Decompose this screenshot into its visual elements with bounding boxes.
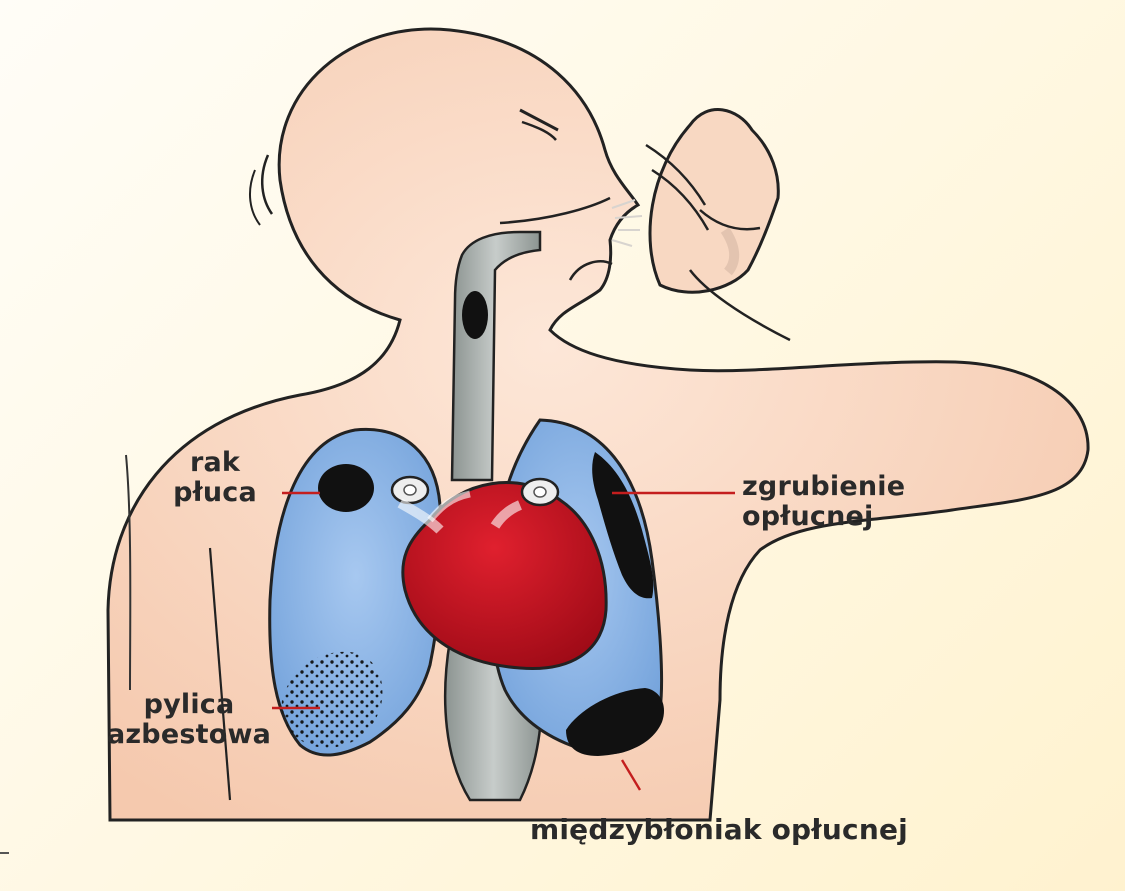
lung-cancer-label-line1: rak [160, 448, 270, 478]
lung-tumor-icon [318, 464, 374, 512]
edge-mark [0, 852, 9, 854]
lung-cancer-label-line2: płuca [160, 478, 270, 508]
asbestosis-label-line1: pylica [94, 690, 284, 720]
mesothelioma-label: międzybłoniak opłucnej [530, 815, 908, 845]
lung-cancer-label: rak płuca [160, 448, 270, 508]
pleural-thickening-label-line1: zgrubienie [742, 472, 905, 502]
pleural-thickening-label-line2: opłucnej [742, 502, 905, 532]
asbestosis-label-line2: azbestowa [94, 720, 284, 750]
asbestosis-label: pylica azbestowa [94, 690, 284, 750]
pleural-thickening-label: zgrubienie opłucnej [742, 472, 905, 532]
hand-icon [646, 110, 790, 340]
